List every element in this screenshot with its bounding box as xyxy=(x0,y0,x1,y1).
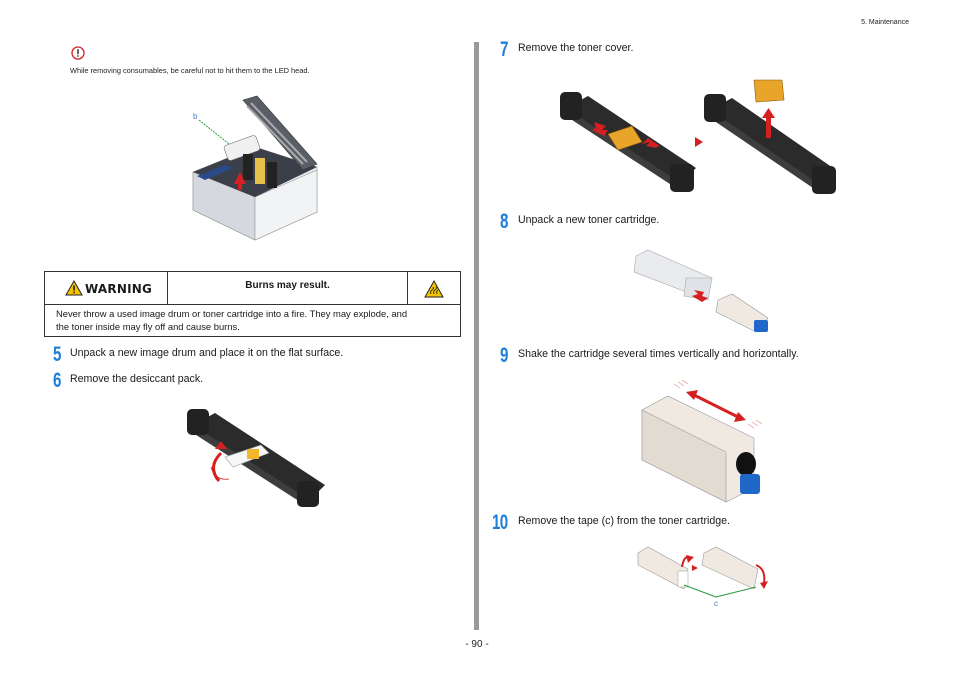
step-number-5: 5 xyxy=(53,343,61,366)
step-text-9: Shake the cartridge several times vertic… xyxy=(518,348,799,360)
remove-tape-illustration xyxy=(637,546,768,598)
column-divider xyxy=(474,42,479,630)
unpack-toner-illustration xyxy=(633,249,769,333)
warning-body-line-1: Never throw a used image drum or toner c… xyxy=(56,308,408,319)
warning-label: WARNING xyxy=(85,282,153,296)
printer-open-illustration xyxy=(192,95,318,241)
step-number-9: 9 xyxy=(500,344,508,367)
image-drum-desiccant-illustration xyxy=(187,409,325,507)
page-number: - 90 - xyxy=(465,639,489,650)
step-text-5: Unpack a new image drum and place it on … xyxy=(70,347,344,359)
step-text-6: Remove the desiccant pack. xyxy=(70,373,204,385)
shake-toner-illustration xyxy=(641,379,763,503)
warning-triangle-icon xyxy=(65,279,83,296)
warning-header-row: WARNING Burns may result. xyxy=(45,272,460,305)
warning-title: Burns may result. xyxy=(245,280,330,291)
step-text-8: Unpack a new toner cartridge. xyxy=(518,214,660,226)
figure-label-c: c xyxy=(714,599,718,608)
step-number-7: 7 xyxy=(500,38,508,61)
figure-label-b: b xyxy=(193,112,198,121)
caution-exclamation-icon xyxy=(71,46,85,60)
hot-surface-icon xyxy=(424,279,444,298)
warning-body: Never throw a used image drum or toner c… xyxy=(56,308,446,333)
next-arrow-icon xyxy=(695,137,703,147)
warning-body-line-2: the toner inside may fly off and cause b… xyxy=(56,320,240,332)
step-number-6: 6 xyxy=(53,369,61,392)
section-header: 5. Maintenance xyxy=(861,19,909,26)
drum-with-cover-illustration xyxy=(560,92,696,192)
step-text-10: Remove the tape (c) from the toner cartr… xyxy=(518,515,730,527)
step-number-8: 8 xyxy=(500,210,508,233)
caution-text: While removing consumables, be careful n… xyxy=(70,66,310,75)
warning-label-cell: WARNING xyxy=(45,272,168,304)
step-number-10: 10 xyxy=(492,511,508,534)
step-text-7: Remove the toner cover. xyxy=(518,42,634,54)
warning-box: WARNING Burns may result. Never throw a … xyxy=(44,271,461,337)
hot-icon-cell xyxy=(407,272,460,304)
drum-cover-removed-illustration xyxy=(704,79,836,194)
